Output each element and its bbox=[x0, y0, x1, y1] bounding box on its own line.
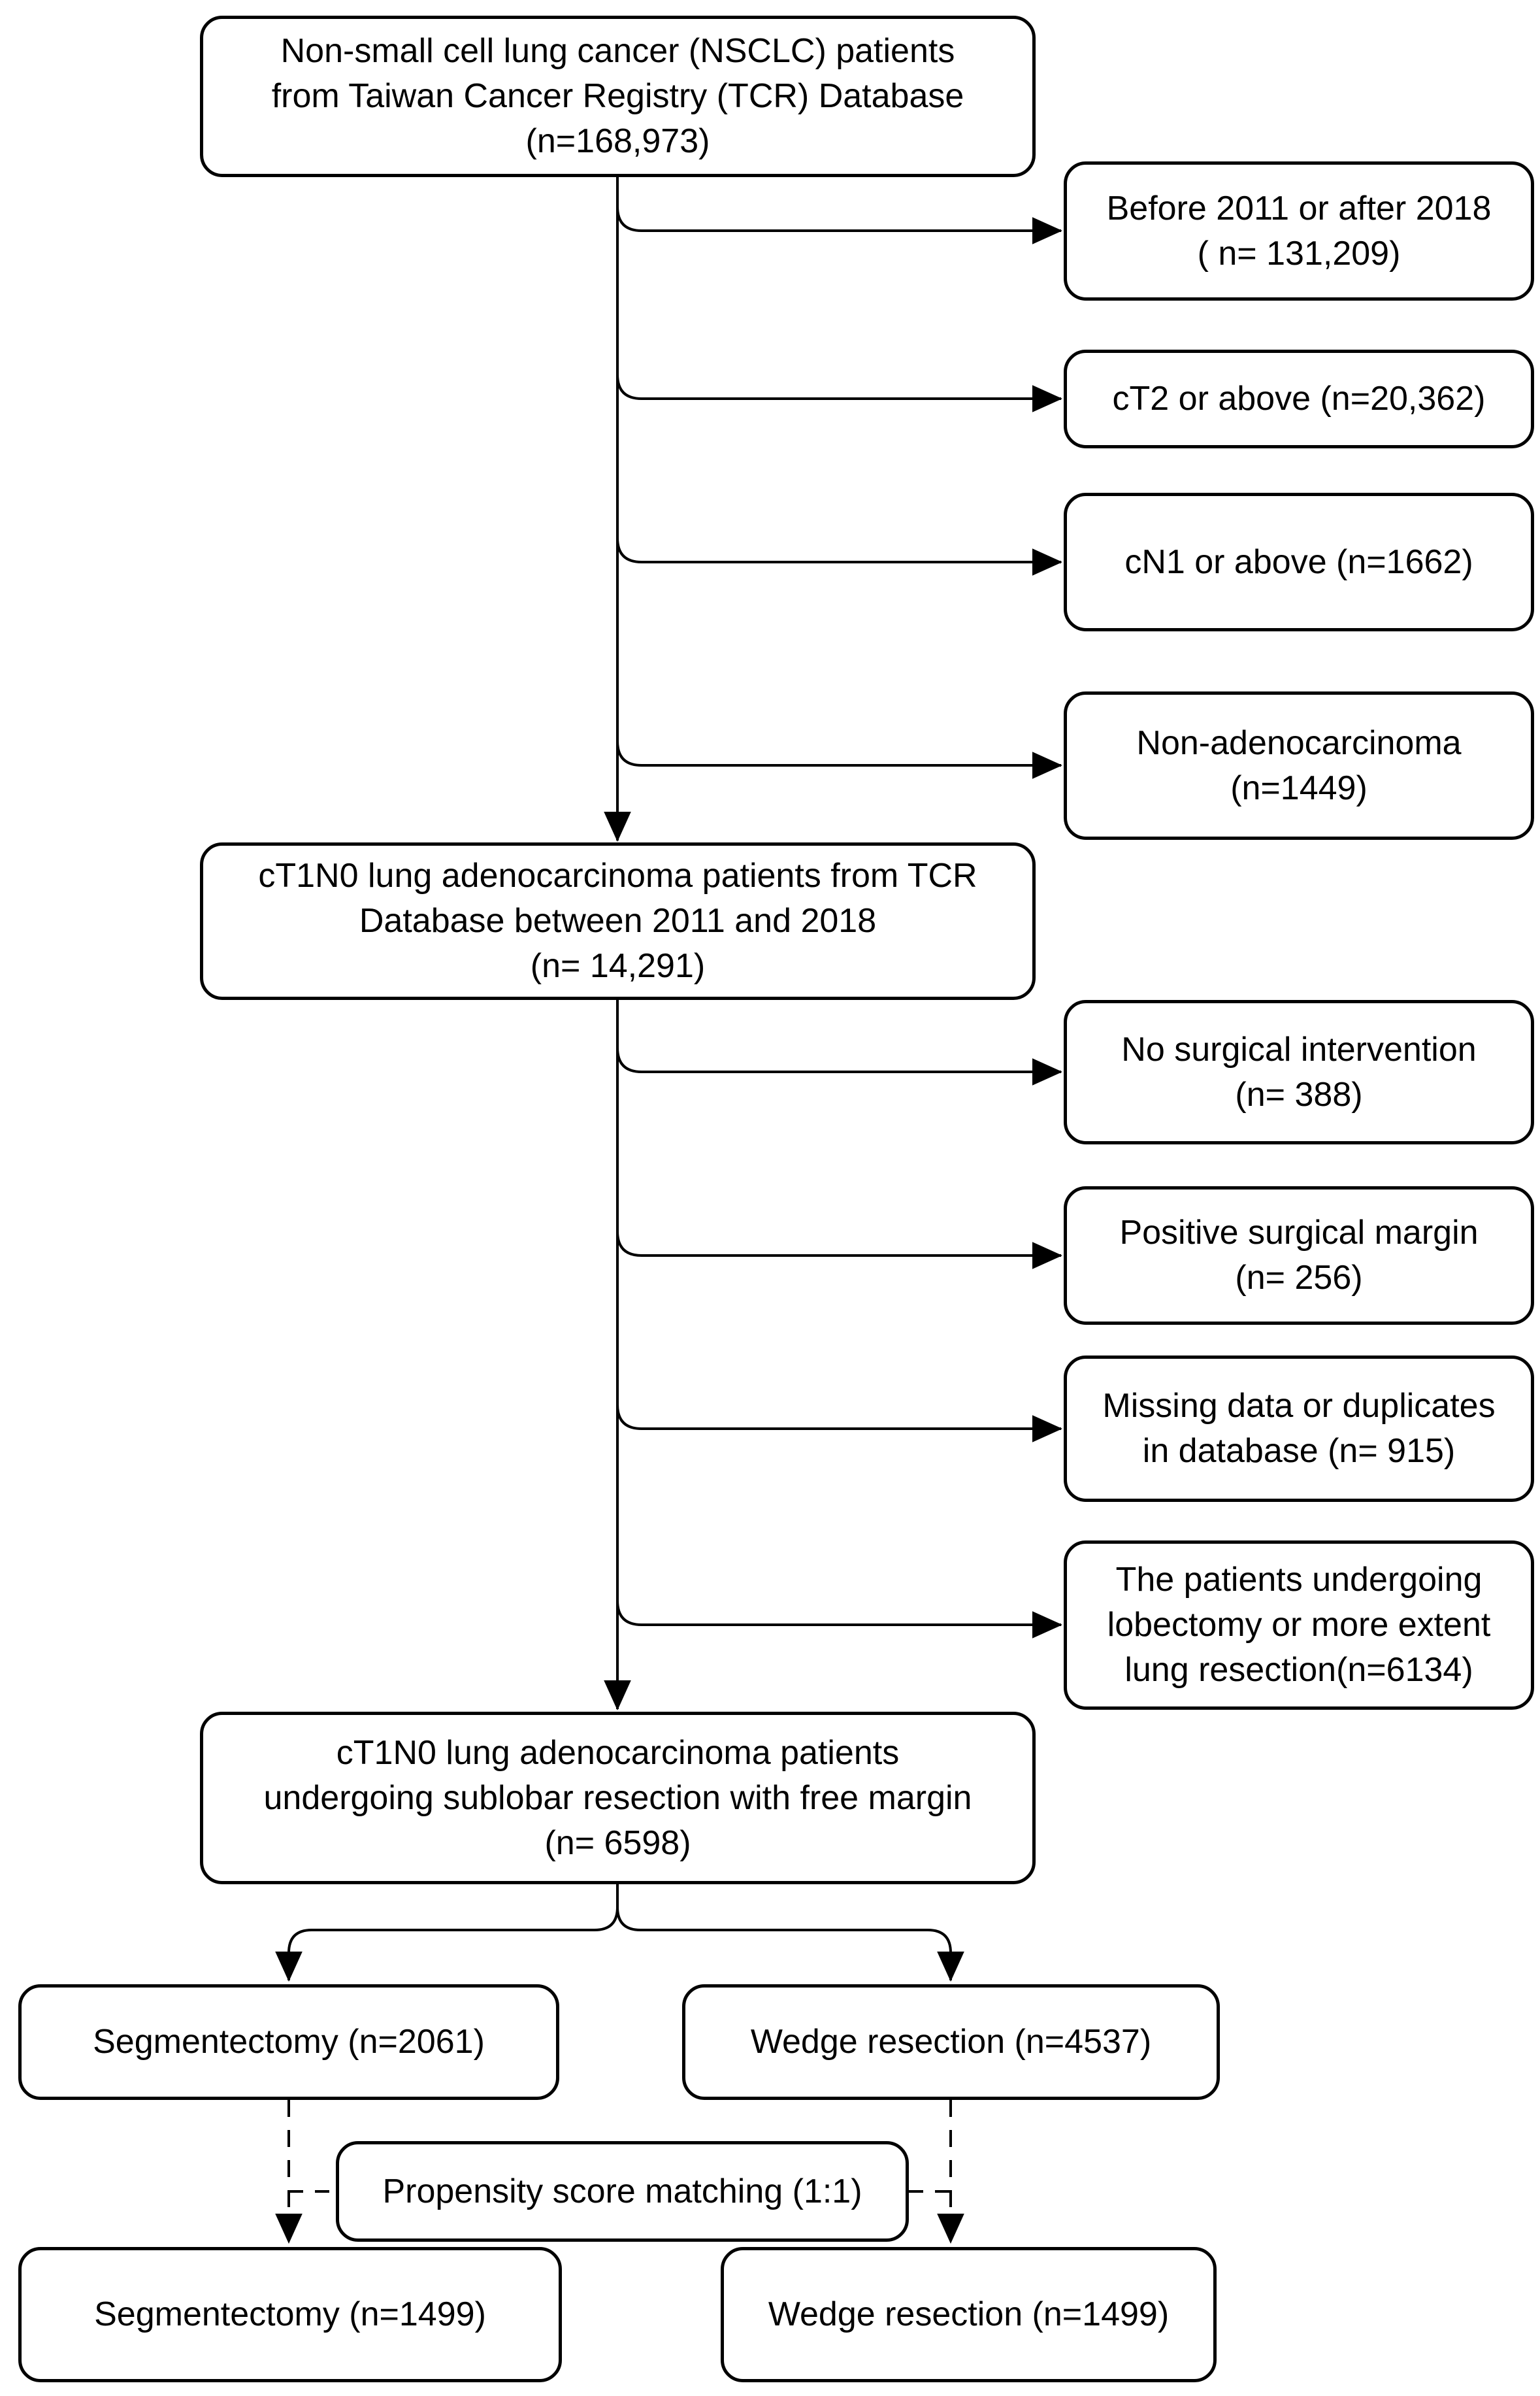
box-excluded-missing-data-duplicates: Missing data or duplicates in database (… bbox=[1064, 1356, 1534, 1502]
text-line: (n= 256) bbox=[1235, 1259, 1363, 1297]
text-line: cT1N0 lung adenocarcinoma patients from … bbox=[258, 857, 977, 895]
box-excluded-positive-surgical-margin: Positive surgical margin (n= 256) bbox=[1064, 1186, 1534, 1325]
box-excluded-non-adenocarcinoma: Non-adenocarcinoma (n=1449) bbox=[1064, 691, 1534, 840]
box-excluded-ct2-or-above: cT2 or above (n=20,362) bbox=[1064, 350, 1534, 448]
text-line: from Taiwan Cancer Registry (TCR) Databa… bbox=[271, 77, 964, 115]
text-line: No surgical intervention bbox=[1121, 1030, 1477, 1069]
branch-arrow-missingdata bbox=[616, 1404, 1062, 1442]
box-segmentectomy-matched: Segmentectomy (n=1499) bbox=[18, 2247, 562, 2382]
text-line: Before 2011 or after 2018 bbox=[1106, 189, 1492, 227]
box-excluded-lobectomy-or-more: The patients undergoing lobectomy or mor… bbox=[1064, 1540, 1534, 1710]
branch-arrow-nosurgery bbox=[616, 1047, 1062, 1086]
text-line: Missing data or duplicates bbox=[1102, 1387, 1496, 1425]
split-arrow-wedge bbox=[616, 1884, 964, 1982]
branch-arrow-positivemargin bbox=[616, 1231, 1062, 1269]
text-line: lobectomy or more extent bbox=[1107, 1606, 1491, 1644]
text-line: (n=168,973) bbox=[525, 122, 710, 160]
text-line: Positive surgical margin bbox=[1119, 1214, 1479, 1252]
text-line: The patients undergoing bbox=[1115, 1561, 1483, 1599]
branch-arrow-before2011 bbox=[616, 206, 1062, 244]
box-segmentectomy-unmatched: Segmentectomy (n=2061) bbox=[18, 1984, 559, 2100]
box-excluded-cn1-or-above: cN1 or above (n=1662) bbox=[1064, 493, 1534, 631]
text-line: Propensity score matching (1:1) bbox=[382, 2172, 862, 2210]
box-propensity-score-matching: Propensity score matching (1:1) bbox=[336, 2141, 909, 2242]
box-wedge-resection-matched: Wedge resection (n=1499) bbox=[721, 2247, 1217, 2382]
text-line: (n= 388) bbox=[1235, 1075, 1363, 1114]
text-line: Non-small cell lung cancer (NSCLC) patie… bbox=[280, 32, 955, 70]
branch-arrow-lobectomy bbox=[616, 1600, 1062, 1639]
text-line: Segmentectomy (n=1499) bbox=[94, 2295, 486, 2333]
text-line: (n=1449) bbox=[1230, 769, 1368, 807]
text-line: cT1N0 lung adenocarcinoma patients bbox=[336, 1733, 900, 1772]
text-line: lung resection(n=6134) bbox=[1124, 1651, 1473, 1689]
text-line: cN1 or above (n=1662) bbox=[1124, 542, 1473, 581]
text-line: Database between 2011 and 2018 bbox=[359, 902, 877, 940]
box-excluded-no-surgical-intervention: No surgical intervention (n= 388) bbox=[1064, 1000, 1534, 1144]
text-line: (n= 14,291) bbox=[530, 947, 706, 985]
text-line: Wedge resection (n=4537) bbox=[750, 2023, 1152, 2061]
box-wedge-resection-unmatched: Wedge resection (n=4537) bbox=[682, 1984, 1220, 2100]
box-sublobar-free-margin: cT1N0 lung adenocarcinoma patients under… bbox=[200, 1712, 1036, 1884]
box-excluded-before-2011-after-2018: Before 2011 or after 2018 ( n= 131,209) bbox=[1064, 161, 1534, 301]
branch-arrow-nonadeno bbox=[616, 740, 1062, 779]
text-line: Non-adenocarcinoma bbox=[1136, 724, 1462, 762]
box-ct1n0-tcr-2011-2018: cT1N0 lung adenocarcinoma patients from … bbox=[200, 842, 1036, 1000]
branch-arrow-cn1 bbox=[616, 537, 1062, 576]
text-line: cT2 or above (n=20,362) bbox=[1112, 380, 1486, 418]
box-nsclc-tcr-source: Non-small cell lung cancer (NSCLC) patie… bbox=[200, 16, 1036, 177]
text-line: Segmentectomy (n=2061) bbox=[93, 2023, 485, 2061]
branch-arrow-ct2 bbox=[616, 374, 1062, 412]
text-line: in database (n= 915) bbox=[1142, 1432, 1456, 1470]
split-arrow-segmentectomy bbox=[275, 1884, 619, 1982]
text-line: undergoing sublobar resection with free … bbox=[263, 1778, 972, 1817]
text-line: ( n= 131,209) bbox=[1197, 234, 1401, 273]
text-line: (n= 6598) bbox=[544, 1823, 691, 1862]
text-line: Wedge resection (n=1499) bbox=[768, 2295, 1170, 2333]
